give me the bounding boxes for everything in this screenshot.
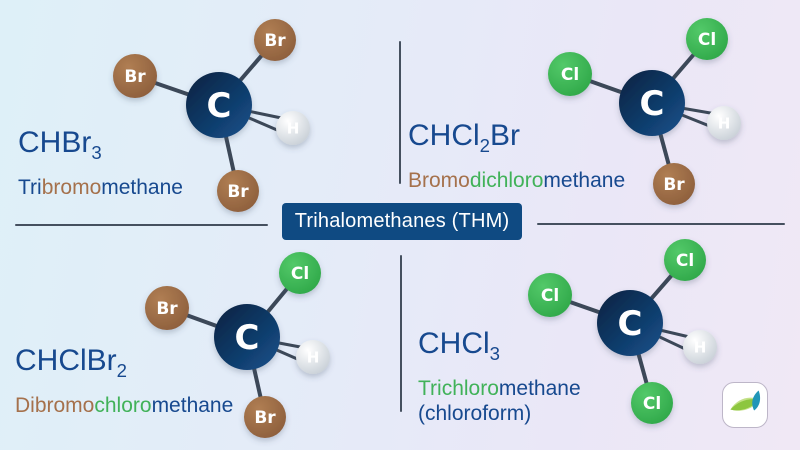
atom-label-h: H [307,348,320,366]
formula-chcl2br: CHCl2Br [408,119,625,163]
formula-subscript: 3 [489,343,501,364]
compound-name-tribromomethane: Tribromomethane [18,175,183,200]
name-segment-blue: methane [498,377,581,400]
compound-name-dibromochloromethane: Dibromochloromethane [15,393,233,418]
name-segment-green: Trichloro [418,377,499,400]
atom-label-cl: Cl [676,251,694,271]
formula-chbr3: CHBr3 [18,126,183,170]
compound-name-line: Dibromochloromethane [15,393,233,418]
label-block-top-left: CHBr3 Tribromomethane [18,126,183,200]
atom-label-cl: Cl [643,394,661,414]
divider-right-horizontal [537,223,785,225]
atom-label-br: Br [156,299,178,319]
atom-cl [279,252,321,294]
formula-subscript: 2 [479,135,491,156]
atom-cl [631,382,673,424]
compound-name-bromodichloromethane: Bromodichloromethane [408,168,625,193]
atom-br [145,286,189,330]
compound-name-line: Bromodichloromethane [408,168,625,193]
name-segment-blue: (chloroform) [418,402,532,425]
brand-logo [722,382,768,428]
atom-label-br: Br [663,175,685,195]
atom-c [597,290,663,356]
name-segment-blue: methane [101,176,183,199]
name-segment-blue: Tri [18,176,42,199]
atom-label-cl: Cl [291,264,309,284]
atom-br [653,163,695,205]
atom-br [113,54,157,98]
label-block-bottom-left: CHClBr2 Dibromochloromethane [15,344,233,418]
atom-label-cl: Cl [541,286,559,306]
atom-label-cl: Cl [698,30,716,50]
atom-label-c: C [235,318,260,358]
atom-h [296,340,330,374]
name-segment-green: dichloro [469,169,544,192]
formula-pre: CHClBr [15,344,117,377]
atom-c [214,304,280,370]
atom-h [683,330,717,364]
atom-label-h: H [287,119,300,137]
atom-cl [664,239,706,281]
formula-post: Br [490,119,521,152]
label-block-bottom-right: CHCl3 Trichloromethane(chloroform) [418,327,581,426]
leaf-teal [752,390,761,411]
compound-name-line: (chloroform) [418,401,581,426]
name-segment-brown: Dibromo [15,394,95,417]
atom-br [217,170,259,212]
formula-chclbr2: CHClBr2 [15,344,233,388]
atom-label-h: H [718,114,731,132]
atom-br [254,19,296,61]
compound-name-line: Tribromomethane [18,175,183,200]
atom-c [619,70,685,136]
atom-label-br: Br [227,182,249,202]
leaf-icon [730,390,761,411]
atom-label-h: H [694,338,707,356]
name-segment-green: chloro [94,394,152,417]
formula-pre: CHCl [418,327,490,360]
divider-left-horizontal [15,224,268,226]
divider-bottom-vertical [400,255,402,412]
name-segment-brown: Bromo [408,169,470,192]
formula-pre: CHCl [408,119,480,152]
atom-label-c: C [618,304,643,344]
atom-label-br: Br [124,67,146,87]
compound-name-line: Trichloromethane [418,376,581,401]
atom-label-cl: Cl [561,65,579,85]
atom-label-c: C [640,84,665,124]
name-segment-blue: methane [543,169,626,192]
atom-label-c: C [207,86,232,126]
label-block-top-right: CHCl2Br Bromodichloromethane [408,119,625,193]
atom-cl [686,18,728,60]
divider-top-vertical [399,41,401,184]
compound-name-trichloromethane: Trichloromethane(chloroform) [418,376,581,426]
title-badge-label: Trihalomethanes (THM) [294,210,510,232]
atom-br [244,396,286,438]
formula-pre: CHBr [18,126,92,159]
leaf-green [730,399,759,411]
atom-c [186,72,252,138]
title-badge: Trihalomethanes (THM) [282,203,522,240]
formula-subscript: 2 [116,360,128,381]
atom-h [276,111,310,145]
atom-label-br: Br [254,408,276,428]
formula-subscript: 3 [91,142,102,163]
atom-label-br: Br [264,31,286,51]
atom-h [707,106,741,140]
formula-chcl3: CHCl3 [418,327,581,371]
name-segment-blue: methane [151,394,234,417]
atom-cl [528,273,572,317]
name-segment-brown: bromo [41,176,102,199]
atom-cl [548,52,592,96]
